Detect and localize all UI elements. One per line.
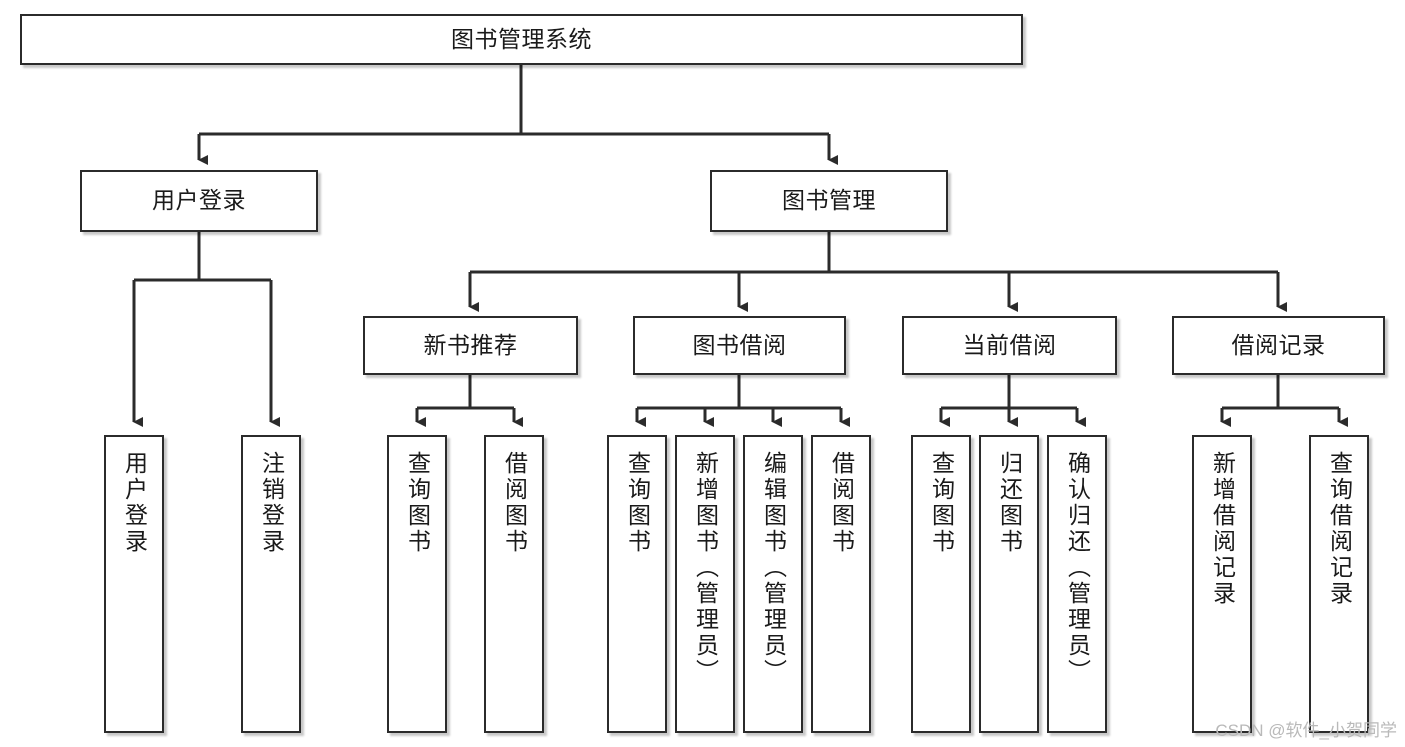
node-label: 借阅记录 [1231,331,1326,358]
leaf-book-borrow-edit[interactable]: 编辑图书（管理员） [743,435,803,733]
node-label: 归还图书 [996,451,1023,555]
node-label: 新增借阅记录 [1209,451,1236,607]
watermark-text: CSDN @软件_小贺同学 [1215,721,1397,740]
node-label: 用户登录 [152,187,246,214]
leaf-user-login-logout[interactable]: 注销登录 [241,435,301,733]
node-label: 新增图书（管理员） [692,451,719,685]
leaf-new-book-query[interactable]: 查询图书 [387,435,447,733]
leaf-user-login-login[interactable]: 用户登录 [104,435,164,733]
node-new-book-recommend[interactable]: 新书推荐 [363,316,578,375]
node-label: 图书管理系统 [451,25,592,52]
leaf-borrow-record-add[interactable]: 新增借阅记录 [1192,435,1252,733]
node-label: 注销登录 [258,451,285,555]
node-book-management[interactable]: 图书管理 [710,170,948,232]
leaf-book-borrow-borrow[interactable]: 借阅图书 [811,435,871,733]
leaf-current-borrow-confirm-return[interactable]: 确认归还（管理员） [1047,435,1107,733]
node-label: 图书借阅 [692,331,787,358]
node-user-login[interactable]: 用户登录 [80,170,318,232]
node-book-borrow[interactable]: 图书借阅 [633,316,846,375]
node-label: 编辑图书（管理员） [760,451,787,685]
node-label: 确认归还（管理员） [1064,451,1091,685]
node-label: 查询图书 [624,451,651,555]
leaf-current-borrow-query[interactable]: 查询图书 [911,435,971,733]
leaf-borrow-record-query[interactable]: 查询借阅记录 [1309,435,1369,733]
leaf-new-book-borrow[interactable]: 借阅图书 [484,435,544,733]
node-current-borrow[interactable]: 当前借阅 [902,316,1117,375]
node-label: 查询图书 [928,451,955,555]
node-label: 用户登录 [121,451,148,555]
leaf-book-borrow-query[interactable]: 查询图书 [607,435,667,733]
node-label: 借阅图书 [501,451,528,555]
node-label: 图书管理 [782,187,876,214]
node-label: 查询图书 [404,451,431,555]
leaf-current-borrow-return[interactable]: 归还图书 [979,435,1039,733]
node-label: 借阅图书 [828,451,855,555]
node-label: 新书推荐 [423,331,518,358]
node-label: 查询借阅记录 [1326,451,1353,607]
node-label: 当前借阅 [962,331,1057,358]
node-root-system[interactable]: 图书管理系统 [20,14,1023,65]
node-borrow-record[interactable]: 借阅记录 [1172,316,1385,375]
leaf-book-borrow-add[interactable]: 新增图书（管理员） [675,435,735,733]
